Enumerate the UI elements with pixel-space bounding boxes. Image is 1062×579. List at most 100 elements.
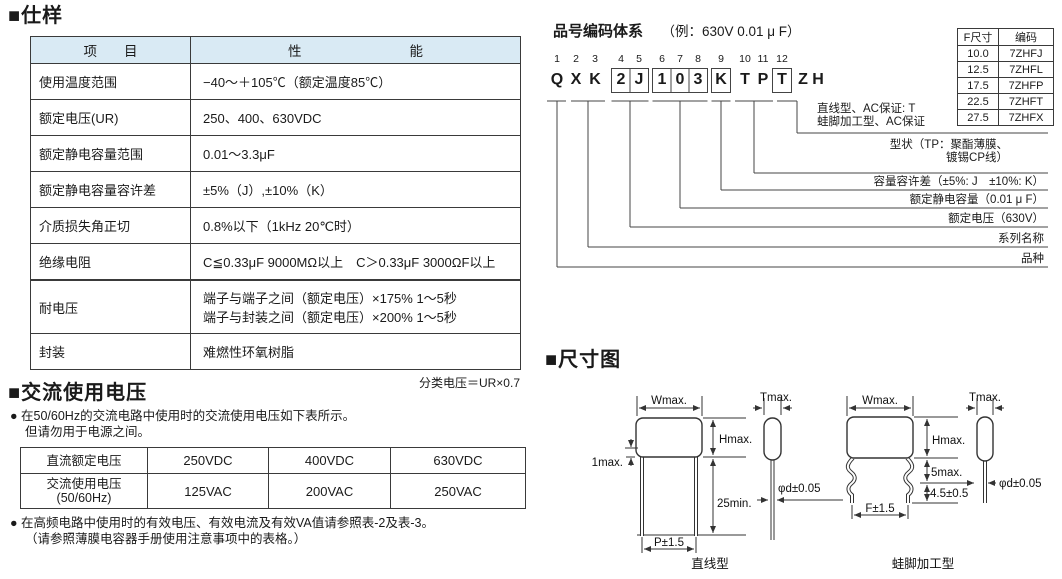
- code-pos: 3: [592, 53, 598, 65]
- table-row: 交流使用电压 (50/60Hz) 125VAC 200VAC 250VAC: [20, 473, 526, 509]
- spec-item: 使用温度范围: [30, 63, 191, 100]
- code-pos: 11: [757, 53, 769, 65]
- table-row: 耐电压端子与端子之间（额定电压）×175% 1～5秒 端子与封装之间（额定电压）…: [30, 279, 521, 334]
- ac-note-2: ● 在高频电路中使用时的有效电压、有效电流及有效VA值请参照表-2及表-3。 （…: [10, 515, 538, 547]
- table-row: 使用温度范围−40～＋105℃（额定温度85℃）: [30, 63, 521, 100]
- part-code-title: 品号编码体系: [553, 23, 644, 40]
- code-pos: 12: [776, 53, 788, 65]
- part-code-heading: 品号编码体系 （例：630V 0.01 μ F）: [553, 20, 801, 41]
- part-code-example: （例：630V 0.01 μ F）: [661, 24, 801, 39]
- f-code: 7ZHFT: [998, 93, 1054, 110]
- spec-item: 介质损失角正切: [30, 207, 191, 244]
- fig1-caption: 直线型: [691, 557, 729, 571]
- spec-value: 0.01～3.3μF: [190, 135, 521, 172]
- dc-rated-voltage-label: 直流额定电压: [20, 447, 148, 474]
- fig1-t-label: Tmax.: [760, 392, 792, 404]
- code-char: X: [570, 71, 582, 88]
- fig2-lead-dia-label: φd±0.05: [999, 478, 1042, 490]
- fig1-h-label: Hmax.: [719, 434, 752, 446]
- ac-note-2-line2: （请参照薄膜电容器手册使用注意事项中的表格。）: [25, 532, 307, 546]
- code-pos: 2: [573, 53, 579, 65]
- table-row: 额定电压(UR)250、400、630VDC: [30, 99, 521, 136]
- fig2-h-label: Hmax.: [932, 435, 965, 447]
- code-char: T: [777, 71, 787, 88]
- ac-note-1: ● 在50/60Hz的交流电路中使用时的交流使用电压如下表所示。 但请勿用于电源…: [10, 408, 538, 440]
- code-pos: 8: [695, 53, 701, 65]
- code-label-line: 型状（TP：聚酯薄膜、: [889, 139, 1008, 151]
- ac-note-2-line1: ● 在高频电路中使用时的有效电压、有效电流及有效VA值请参照表-2及表-3。: [10, 516, 435, 530]
- spec-col-performance: 性 能: [190, 36, 521, 64]
- code-pos: 9: [718, 53, 724, 65]
- code-char: 2: [616, 71, 626, 88]
- code-char: H: [812, 71, 824, 88]
- f-code: 7ZHFJ: [998, 45, 1054, 62]
- fig2-five-label: 5max.: [931, 467, 962, 479]
- table-row: 额定静电容量容许差±5%（J）,±10%（K）: [30, 171, 521, 208]
- spec-item: 额定电压(UR): [30, 99, 191, 136]
- code-label-line: 镀锡CP线）: [946, 152, 1008, 164]
- spec-value: 难燃性环氧树脂: [190, 333, 521, 370]
- spec-value: C≦0.33μF 9000MΩ以上 C＞0.33μF 3000ΩF以上: [190, 243, 521, 281]
- spec-table: 项 目 性 能 使用温度范围−40～＋105℃（额定温度85℃） 额定电压(UR…: [30, 36, 521, 370]
- dc-voltage-value: 400VDC: [268, 447, 391, 474]
- spec-item: 额定静电容量范围: [30, 135, 191, 172]
- spec-section: ■仕样 项 目 性 能 使用温度范围−40～＋105℃（额定温度85℃） 额定电…: [8, 4, 523, 391]
- spec-value: ±5%（J）,±10%（K）: [190, 171, 521, 208]
- f-size-header: F尺寸: [957, 28, 999, 46]
- figure-straight-type: Wmax. Hmax. 25min. 1max. P±1.: [592, 392, 843, 571]
- code-char: 1: [657, 71, 667, 88]
- fig1-lead-label: 25min.: [717, 498, 752, 510]
- code-pos: 5: [636, 53, 642, 65]
- fig2-pitch-label: F±1.5: [865, 503, 894, 515]
- ac-usage-voltage-label: 交流使用电压 (50/60Hz): [20, 473, 148, 509]
- fig1-one-max-label: 1max.: [592, 457, 623, 469]
- code-pos: 4: [618, 53, 624, 65]
- spec-col-item: 项 目: [30, 36, 191, 64]
- fig1-w-label: Wmax.: [651, 395, 687, 407]
- code-pos: 1: [554, 53, 560, 65]
- code-char: K: [589, 71, 601, 88]
- code-char: 3: [693, 71, 703, 88]
- code-label-shape: 型状（TP：聚酯薄膜、 镀锡CP线）: [890, 139, 1008, 165]
- part-number-diagram-lines: [547, 68, 1048, 268]
- ac-voltage-value: 125VAC: [147, 473, 269, 509]
- code-char: K: [715, 71, 727, 88]
- f-size: 17.5: [957, 77, 999, 94]
- code-char: J: [634, 71, 644, 88]
- dc-voltage-value: 630VDC: [390, 447, 526, 474]
- ac-note-1-line1: ● 在50/60Hz的交流电路中使用时的交流使用电压如下表所示。: [10, 409, 356, 423]
- fig2-w-label: Wmax.: [862, 395, 898, 407]
- code-char: P: [757, 71, 769, 88]
- dimensions-section: ■尺寸图 Wmax. Hmax. 25min.: [545, 348, 1062, 579]
- code-label-line: 蛙脚加工型、AC保证: [817, 116, 925, 128]
- table-row: 封装难燃性环氧树脂: [30, 333, 521, 370]
- f-code: 7ZHFX: [998, 109, 1054, 126]
- f-code: 7ZHFL: [998, 61, 1054, 78]
- code-char: Q: [550, 71, 564, 88]
- fig2-t-label: Tmax.: [969, 392, 1001, 404]
- code-label-rated-voltage: 额定电压（630V）: [948, 213, 1044, 225]
- spec-value: 250、400、630VDC: [190, 99, 521, 136]
- fig2-lead-label: 4.5±0.5: [930, 488, 968, 500]
- ac-note-1-line2: 但请勿用于电源之间。: [25, 425, 151, 439]
- spec-item: 耐电压: [30, 279, 191, 334]
- code-pos: 10: [739, 53, 751, 65]
- code-pos: 7: [677, 53, 683, 65]
- spec-item: 封装: [30, 333, 191, 370]
- code-label-tolerance: 容量容许差（±5%: J ±10%: K）: [873, 176, 1044, 188]
- table-row: F尺寸 编码: [957, 28, 1054, 46]
- spec-item: 额定静电容量容许差: [30, 171, 191, 208]
- dims-heading: ■尺寸图: [545, 349, 622, 371]
- classification-voltage-note: 分类电压＝UR×0.7: [418, 376, 520, 390]
- figure-frogleg-type: Wmax. Hmax. 5max. 4.5±0.5 F±1.5 蛙脚加工型: [845, 392, 1042, 571]
- ac-voltage-value: 250VAC: [390, 473, 526, 509]
